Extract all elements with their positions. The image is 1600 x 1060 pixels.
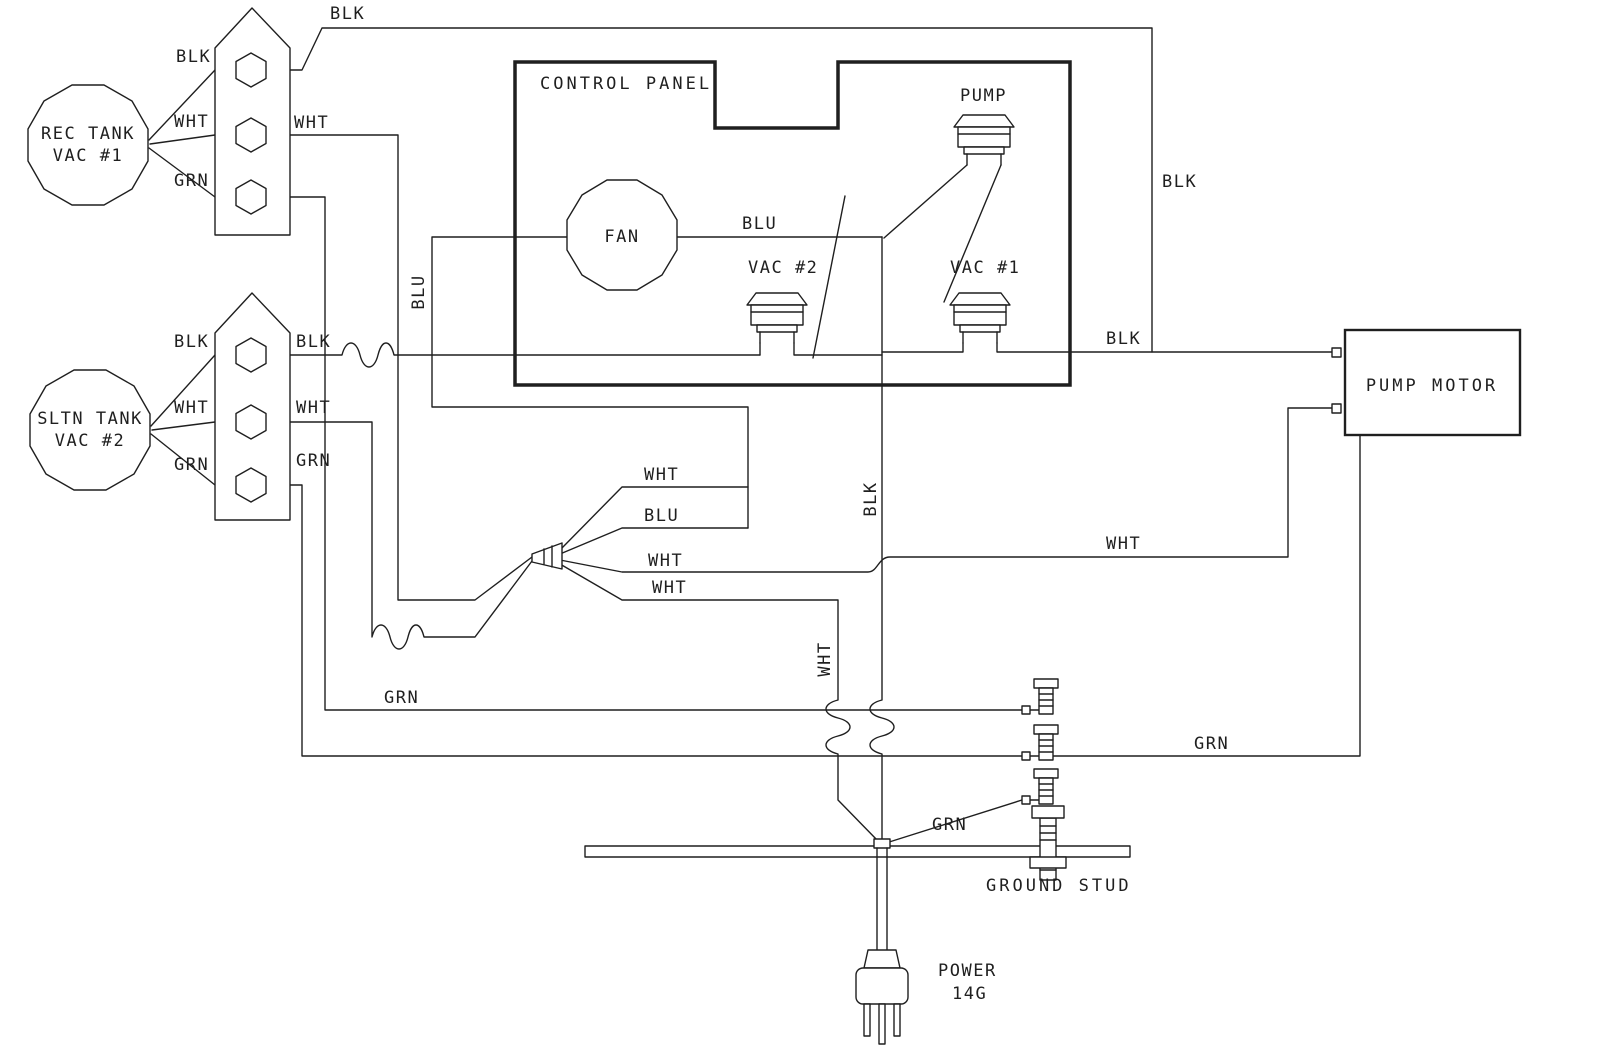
sltn-lead-wht-label: WHT xyxy=(174,398,209,418)
splice-wht-b-label: WHT xyxy=(648,551,683,571)
sltn-out-blk-label: BLK xyxy=(296,332,331,352)
wire-splice-crimp xyxy=(531,542,563,570)
blu-riser-label: BLU xyxy=(409,274,429,309)
wire-splice-crimp-detail xyxy=(543,545,553,568)
wire-blu-riser xyxy=(431,236,749,529)
fan-blu-label: BLU xyxy=(742,214,777,234)
vac1-switch-label: VAC #1 xyxy=(950,258,1020,278)
splice-wht-a-label: WHT xyxy=(644,465,679,485)
wire-splice-blu xyxy=(559,527,749,555)
rec-tank-label-line1: REC TANK xyxy=(41,124,135,144)
control-panel-outline xyxy=(513,60,1072,387)
ground-junction-lug xyxy=(873,838,891,849)
ground-stud-head xyxy=(1031,805,1065,819)
ground-bus-bar xyxy=(584,845,1131,858)
sltn-tank-label-line2: VAC #2 xyxy=(55,431,125,451)
wires xyxy=(148,27,1361,844)
ground-stud-threads xyxy=(1039,825,1057,871)
terminal-square-3 xyxy=(1021,795,1031,805)
wire-splice-wht-b-to-motor xyxy=(559,407,1333,573)
ground-stud-nut xyxy=(1029,856,1067,869)
rec-tank-label-line2: VAC #1 xyxy=(53,146,123,166)
blk-right-label: BLK xyxy=(1162,172,1197,192)
rec-out-wht-label: WHT xyxy=(294,113,329,133)
power-cord xyxy=(876,847,888,953)
wire-vac1-terminals xyxy=(881,342,1337,353)
terminal-square-1 xyxy=(1021,705,1031,715)
components xyxy=(27,7,1522,1045)
grn-ground-label: GRN xyxy=(932,815,967,835)
ground-stud-bolt xyxy=(1029,805,1067,881)
pump-motor-title: PUMP MOTOR xyxy=(1366,376,1498,396)
pump-motor-box xyxy=(1343,328,1522,437)
wire-panel-diagonal xyxy=(812,195,846,359)
wire-sltn-tank-leads xyxy=(150,354,216,486)
wire-vac2-terminals xyxy=(759,342,883,356)
terminal-screw-2 xyxy=(1033,724,1059,761)
wire-wht-rec-to-splice xyxy=(265,134,533,601)
wire-pump-switch-diagonals xyxy=(883,164,1002,303)
fan-body xyxy=(566,179,678,291)
power-plug-prong-center xyxy=(878,1003,886,1045)
power-plug xyxy=(855,949,909,1045)
terminal-square-2 xyxy=(1021,751,1031,761)
splice-wht-c-label: WHT xyxy=(652,578,687,598)
blk-switch-label: BLK xyxy=(1106,329,1141,349)
labels: REC TANK VAC #1 SLTN TANK VAC #2 BLK WHT… xyxy=(37,4,1498,1004)
vac2-switch-label: VAC #2 xyxy=(748,258,818,278)
grn-left-label: GRN xyxy=(384,688,419,708)
wire-splice-wht-a xyxy=(559,486,749,551)
control-panel-title: CONTROL PANEL xyxy=(540,74,712,94)
wire-grn-right-to-motor xyxy=(1051,434,1361,757)
wht-motor-label: WHT xyxy=(1106,534,1141,554)
ground-stud-label: GROUND STUD xyxy=(986,876,1132,896)
pump-motor-terminal-wht xyxy=(1331,403,1342,414)
sltn-out-wht-label: WHT xyxy=(296,398,331,418)
pump-switch xyxy=(953,114,1015,166)
rec-tank-body xyxy=(27,84,149,206)
sltn-out-grn-label: GRN xyxy=(296,451,331,471)
blk-riser-label: BLK xyxy=(861,481,881,516)
wire-rec-tank-leads xyxy=(148,69,216,198)
wht-riser-label: WHT xyxy=(815,641,835,676)
power-label-line2: 14G xyxy=(952,984,987,1004)
vac1-switch xyxy=(949,292,1011,344)
rec-lead-wht-label: WHT xyxy=(174,112,209,132)
splice-blu-label: BLU xyxy=(644,506,679,526)
fan-label: FAN xyxy=(604,227,639,247)
sltn-tank-label-line1: SLTN TANK xyxy=(37,409,143,429)
wire-grn-rec xyxy=(265,196,1023,711)
vac2-switch xyxy=(746,292,808,344)
sltn-lead-grn-label: GRN xyxy=(174,455,209,475)
power-plug-prong-right xyxy=(893,1003,901,1037)
power-plug-prong-left xyxy=(863,1003,871,1037)
terminal-screw-1 xyxy=(1033,678,1059,715)
power-label-line1: POWER xyxy=(938,961,997,981)
wire-grn-ground-stub xyxy=(885,799,1023,844)
wire-blk-bus xyxy=(869,236,895,844)
wire-blk-sltn-to-vac2 xyxy=(265,342,761,368)
pump-switch-label: PUMP xyxy=(960,86,1007,106)
sltn-lead-blk-label: BLK xyxy=(174,332,209,352)
blk-top-label: BLK xyxy=(330,4,365,24)
power-plug-strain-relief xyxy=(863,949,901,969)
grn-right-label: GRN xyxy=(1194,734,1229,754)
sltn-tank-body xyxy=(29,369,151,491)
terminal-screw-3 xyxy=(1033,768,1059,805)
wire-splice-wht-c-to-ground xyxy=(559,563,879,842)
pump-motor-terminal-blk xyxy=(1331,347,1342,358)
rec-lead-blk-label: BLK xyxy=(176,47,211,67)
wire-wht-sltn-to-splice xyxy=(265,421,533,650)
rec-lead-grn-label: GRN xyxy=(174,171,209,191)
power-plug-body xyxy=(855,967,909,1005)
